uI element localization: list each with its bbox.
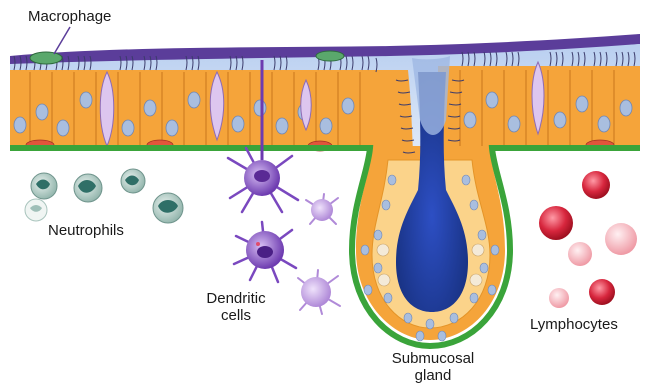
label-submucosal-gland: Submucosal gland	[385, 350, 481, 384]
label-macrophage: Macrophage	[28, 8, 111, 25]
neutrophils	[25, 169, 183, 223]
label-lymphocytes: Lymphocytes	[530, 316, 618, 333]
label-dendritic-line1: Dendritic	[204, 290, 268, 307]
lymphocytes	[539, 171, 637, 308]
label-neutrophils: Neutrophils	[48, 222, 124, 239]
label-dendritic-cells: Dendritic cells	[204, 290, 268, 324]
label-submucosal-line1: Submucosal	[385, 350, 481, 367]
label-submucosal-line2: gland	[385, 367, 481, 384]
macrophage-pointer-line	[54, 27, 70, 54]
label-dendritic-line2: cells	[204, 307, 268, 324]
